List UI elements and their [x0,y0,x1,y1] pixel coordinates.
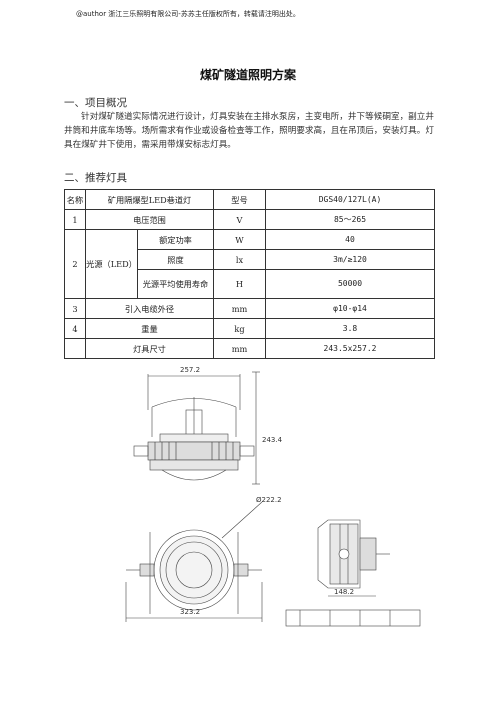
dimension-width-top: 257.2 [180,366,200,374]
table-cell: 引入电缆外径 [85,298,214,319]
table-cell: V [213,209,266,230]
page-header: @author 浙江三乐照明有限公司-苏苏主任版权所有，转载请注明出处。 [76,10,300,18]
dimension-side-width: 148.2 [334,588,354,596]
spec-table: 名称 矿用隔爆型LED巷道灯 型号 DGS40/127L(A) 1 电压范围 V… [64,189,435,359]
bottom-view-drawing [125,501,263,622]
table-row: 光源平均使用寿命 H 50000 [65,269,435,299]
dimension-diameter: Ø222.2 [256,496,282,504]
luminaire-drawings: 257.2 243.4 Ø222.2 323.2 148.2 [125,366,421,627]
table-cell: 光源（LED） [85,229,138,299]
table-row: 3 引入电缆外径 mm φ10-φ14 [64,298,435,319]
front-view-drawing [133,371,260,485]
table-cell: mm [213,298,266,319]
table-row: 照度 lx 3m/≥120 [65,249,435,270]
side-view-drawing [285,519,421,627]
table-cell: W [213,229,266,250]
table-cell: 40 [265,229,435,250]
table-cell: 矿用隔爆型LED巷道灯 [85,189,214,210]
table-cell: 光源平均使用寿命 [137,269,214,299]
table-cell: 3.8 [265,318,435,339]
table-cell: 电压范围 [85,209,214,230]
table-cell: 85～265 [265,209,435,230]
table-cell: 2 [64,229,86,299]
table-cell: lx [213,249,266,270]
table-cell: H [213,269,266,299]
table-cell: 4 [64,318,86,339]
table-cell: 型号 [213,189,266,210]
table-row: 4 重量 kg 3.8 [64,318,435,339]
table-cell: 1 [64,209,86,230]
table-row: 2 光源（LED） 额定功率 W 40 [64,229,435,299]
table-cell: DGS40/127L(A) [265,189,435,210]
table-row: 1 电压范围 V 85～265 [64,209,435,230]
table-cell: 3m/≥120 [265,249,435,270]
table-cell: kg [213,318,266,339]
table-cell: 照度 [137,249,214,270]
section-heading-luminaire: 二、推荐灯具 [64,172,127,184]
table-cell: 50000 [265,269,435,299]
table-cell: 3 [64,298,86,319]
section-heading-overview: 一、项目概况 [64,97,127,109]
table-cell: φ10-φ14 [265,298,435,319]
table-cell: 名称 [64,189,86,210]
table-cell: 243.5x257.2 [265,338,435,359]
document-title: 煤矿隧道照明方案 [199,68,296,82]
overview-paragraph: 针对煤矿隧道实际情况进行设计，灯具安装在主排水泵房，主变电所，井下等候硐室，副立… [64,112,434,150]
dimension-width-bottom: 323.2 [180,608,200,616]
table-cell: 额定功率 [137,229,214,250]
table-row: 灯具尺寸 mm 243.5x257.2 [64,338,435,359]
table-row: 名称 矿用隔爆型LED巷道灯 型号 DGS40/127L(A) [64,189,435,210]
table-cell: 重量 [85,318,214,339]
dimension-height: 243.4 [262,436,283,444]
